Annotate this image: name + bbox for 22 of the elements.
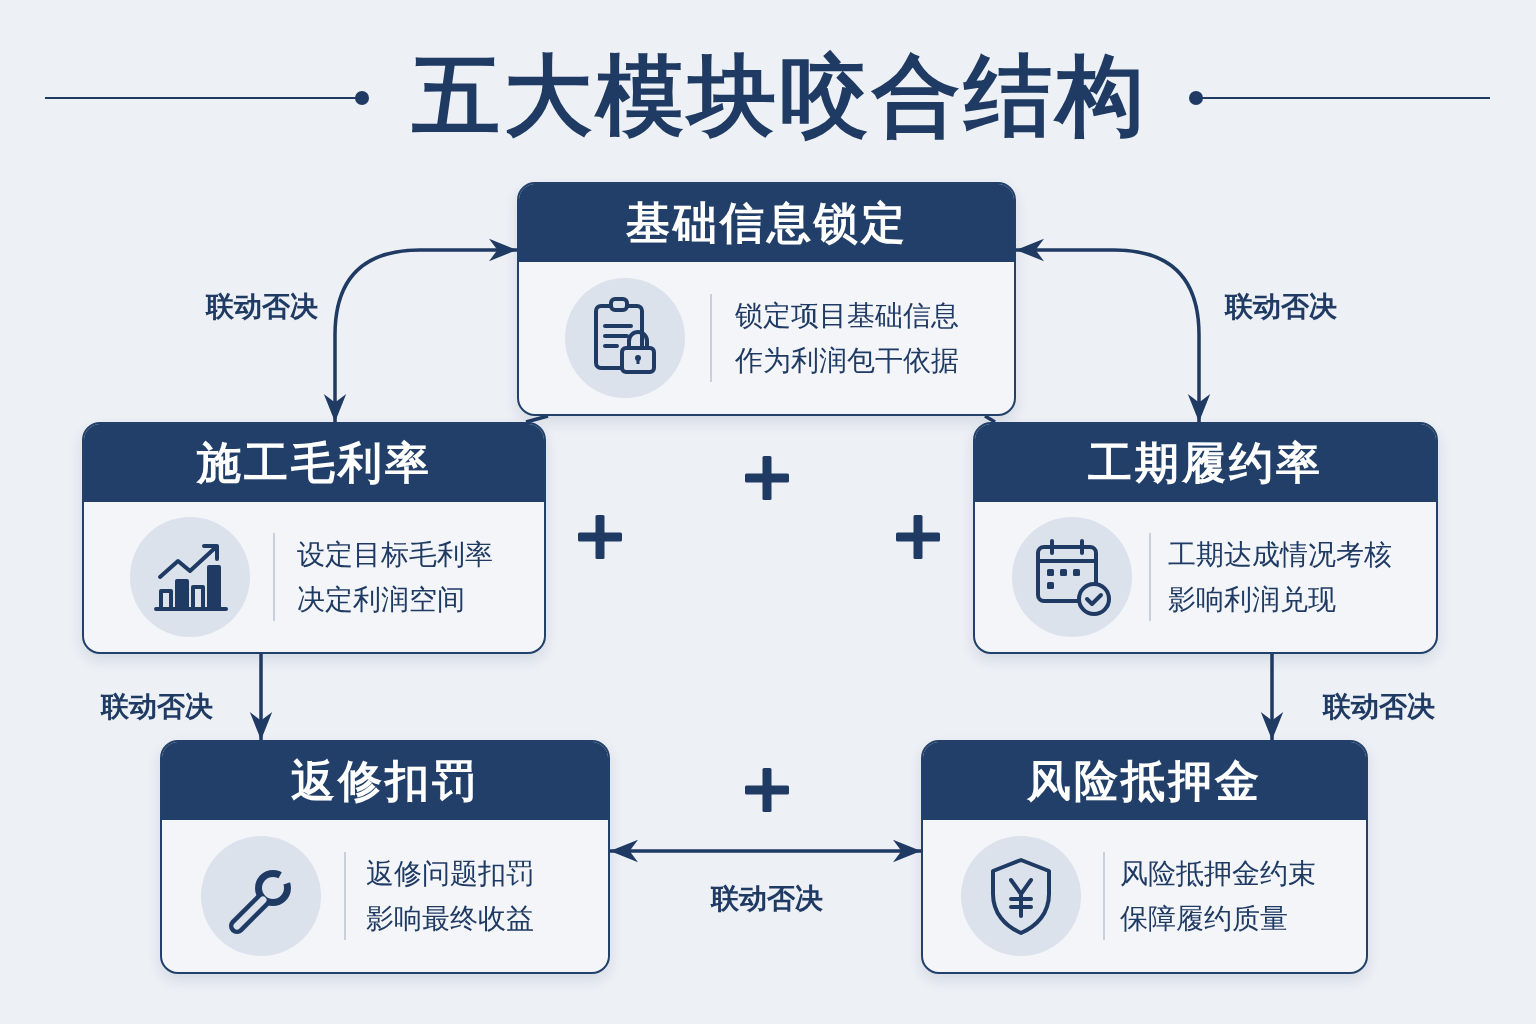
double-arrow — [610, 839, 921, 863]
connector-line — [525, 414, 549, 424]
module-card — [82, 422, 546, 654]
card-text: 设定目标毛利率决定利润空间 — [297, 537, 494, 618]
title: 五大模块咬合结构 — [412, 44, 1148, 148]
double-arrow — [323, 238, 517, 422]
module-card — [921, 740, 1368, 974]
card-header: 返修扣罚 — [162, 742, 608, 820]
module-card — [973, 422, 1438, 654]
card-header: 基础信息锁定 — [519, 184, 1014, 262]
card-text: 返修问题扣罚影响最终收益 — [366, 856, 535, 937]
card-text: 风险抵押金约束保障履约质量 — [1120, 856, 1317, 937]
card-text: 锁定项目基础信息作为利润包干依据 — [735, 298, 960, 379]
arrow — [1260, 654, 1284, 740]
module-card — [517, 182, 1016, 416]
module-card — [160, 740, 610, 974]
card-header: 工期履约率 — [975, 424, 1436, 502]
double-arrow — [1016, 238, 1211, 422]
arrow — [249, 654, 273, 740]
card-header: 风险抵押金 — [923, 742, 1366, 820]
card-text: 工期达成情况考核影响利润兑现 — [1168, 537, 1393, 618]
card-header: 施工毛利率 — [84, 424, 544, 502]
